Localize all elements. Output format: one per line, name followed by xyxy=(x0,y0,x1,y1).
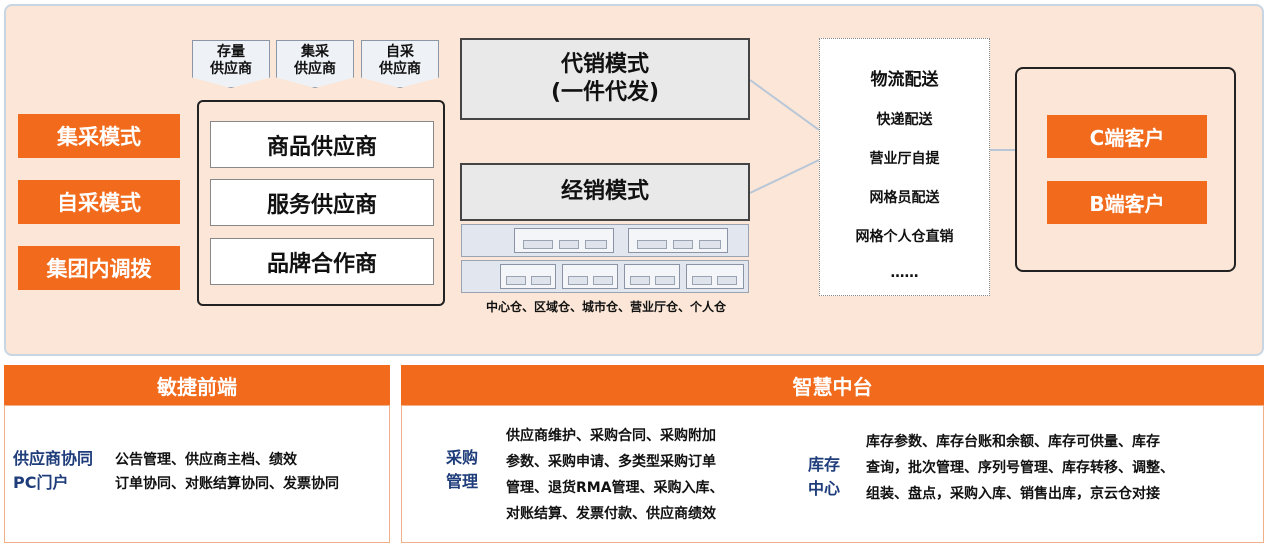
logistics-item: 快递配送 xyxy=(876,112,933,128)
feature-line: 管理、退货RMA管理、采购入库、 xyxy=(506,480,724,496)
smart-middle-header: 智慧中台 xyxy=(401,365,1264,405)
warehouse-mini-cell xyxy=(593,276,613,285)
inventory-label-line: 库存 xyxy=(808,455,841,474)
purchase-management-label: 采购 管理 xyxy=(446,446,478,494)
warehouse-diagram-row-1 xyxy=(461,224,749,257)
warehouse-mini-cell xyxy=(637,240,667,249)
distribution-title: 经销模式 xyxy=(560,179,649,204)
customer-group: C端客户 B端客户 xyxy=(1015,67,1236,272)
feature-line: 参数、采购申请、多类型采购订单 xyxy=(506,454,716,470)
logistics-item: 网格个人仓直销 xyxy=(855,229,954,245)
customer-b-end: B端客户 xyxy=(1047,181,1207,224)
inventory-center-label: 库存 中心 xyxy=(808,453,840,501)
purchase-label-line: 采购 xyxy=(446,448,479,467)
tag-line: 存量 xyxy=(217,44,245,60)
logistics-item: 网格员配送 xyxy=(869,190,940,206)
feature-line: 订单协同、对账结算协同、发票协同 xyxy=(115,476,339,492)
supplier-portal-features: 公告管理、供应商主档、绩效 订单协同、对账结算协同、发票协同 xyxy=(115,448,339,496)
feature-line: 查询，批次管理、序列号管理、库存转移、调整、 xyxy=(866,460,1174,476)
agile-frontend-body: 供应商协同 PC门户 公告管理、供应商主档、绩效 订单协同、对账结算协同、发票协… xyxy=(4,405,390,543)
tag-line: 自采 xyxy=(386,44,414,60)
smart-middle-body: 采购 管理 供应商维护、采购合同、采购附加 参数、采购申请、多类型采购订单 管理… xyxy=(401,405,1264,543)
tag-line: 集采 xyxy=(301,44,329,60)
supplier-goods: 商品供应商 xyxy=(210,121,434,168)
supplier-group: 商品供应商 服务供应商 品牌合作商 xyxy=(197,100,445,306)
warehouse-mini-box xyxy=(500,264,556,289)
consignment-subtitle: (一件代发) xyxy=(550,80,660,105)
feature-line: 公告管理、供应商主档、绩效 xyxy=(115,452,297,468)
warehouse-mini-cell xyxy=(506,276,526,285)
supplier-portal-label: 供应商协同 PC门户 xyxy=(13,447,113,495)
warehouse-mini-box xyxy=(624,264,680,289)
logistics-title: 物流配送 xyxy=(870,70,939,90)
warehouse-mini-cell xyxy=(673,240,693,249)
warehouse-mini-cell xyxy=(717,276,737,285)
warehouse-diagram-row-2 xyxy=(461,260,749,293)
distribution-mode: 经销模式 xyxy=(460,163,750,221)
supplier-portal-label-line: 供应商协同 xyxy=(13,449,94,468)
tag-self-supplier: 自采 供应商 xyxy=(361,40,439,88)
feature-line: 组装、盘点，采购入库、销售出库，京云仓对接 xyxy=(866,486,1160,502)
feature-line: 对账结算、发票付款、供应商绩效 xyxy=(506,506,716,522)
supplier-brand-partner: 品牌合作商 xyxy=(210,238,434,285)
purchase-features: 供应商维护、采购合同、采购附加 参数、采购申请、多类型采购订单 管理、退货RMA… xyxy=(506,423,724,527)
warehouse-mini-box xyxy=(686,264,744,289)
warehouse-mini-cell xyxy=(559,240,579,249)
warehouse-mini-cell xyxy=(692,276,712,285)
mode-group-transfer: 集团内调拨 xyxy=(18,246,180,290)
mode-self-purchase: 自采模式 xyxy=(18,180,180,224)
warehouse-mini-box xyxy=(562,264,618,289)
tag-line: 供应商 xyxy=(210,61,252,77)
tag-centralized-supplier: 集采 供应商 xyxy=(276,40,354,88)
feature-line: 库存参数、库存台账和余额、库存可供量、库存 xyxy=(866,434,1160,450)
warehouse-mini-cell xyxy=(585,240,607,249)
warehouse-mini-box xyxy=(628,228,728,253)
inventory-label-line: 中心 xyxy=(808,479,841,498)
customer-c-end: C端客户 xyxy=(1047,115,1207,158)
supplier-portal-label-line: PC门户 xyxy=(13,473,69,492)
consignment-title: 代销模式 xyxy=(560,52,649,77)
warehouse-mini-cell xyxy=(699,240,721,249)
agile-frontend-header: 敏捷前端 xyxy=(4,365,390,405)
logistics-item: 营业厅自提 xyxy=(869,151,940,167)
feature-line: 供应商维护、采购合同、采购附加 xyxy=(506,428,716,444)
warehouse-mini-box xyxy=(514,228,614,253)
tag-existing-supplier: 存量 供应商 xyxy=(192,40,270,88)
tag-line: 供应商 xyxy=(379,61,421,77)
warehouse-caption: 中心仓、区域仓、城市仓、营业厅仓、个人仓 xyxy=(485,300,726,314)
logistics-box: 物流配送 快递配送 营业厅自提 网格员配送 网格个人仓直销 …… xyxy=(819,38,990,296)
warehouse-mini-cell xyxy=(655,276,675,285)
warehouse-mini-cell xyxy=(531,276,551,285)
warehouse-mini-cell xyxy=(630,276,650,285)
supplier-service: 服务供应商 xyxy=(210,179,434,226)
inventory-features: 库存参数、库存台账和余额、库存可供量、库存 查询，批次管理、序列号管理、库存转移… xyxy=(866,429,1174,507)
purchase-label-line: 管理 xyxy=(446,472,479,491)
warehouse-mini-cell xyxy=(568,276,588,285)
consignment-mode: 代销模式 (一件代发) xyxy=(460,38,750,120)
logistics-item: …… xyxy=(890,265,919,281)
mode-centralized-purchase: 集采模式 xyxy=(18,114,180,158)
tag-line: 供应商 xyxy=(294,61,336,77)
warehouse-mini-cell xyxy=(523,240,553,249)
